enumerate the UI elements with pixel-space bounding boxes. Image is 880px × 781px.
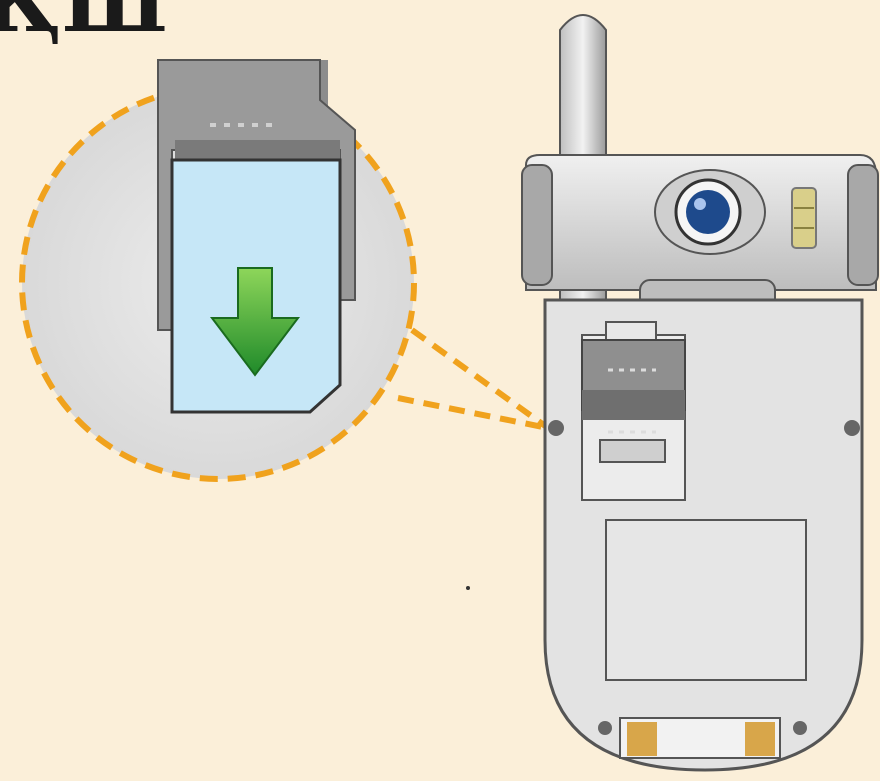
zoom-callout bbox=[19, 59, 417, 482]
callout-leader-lines bbox=[397, 327, 550, 431]
zoom-circle-dashed-border bbox=[19, 84, 417, 482]
arrow-down-icon bbox=[209, 267, 301, 377]
sim-holder-bracket bbox=[157, 59, 356, 331]
phone-back-view bbox=[521, 14, 879, 772]
battery-compartment bbox=[605, 519, 807, 681]
camera-lens-icon bbox=[654, 169, 766, 255]
camera-flash bbox=[791, 187, 817, 249]
sim-slot bbox=[581, 321, 686, 501]
cropped-heading-fragment: ҚШ bbox=[0, 0, 169, 51]
battery-contacts bbox=[598, 717, 807, 759]
